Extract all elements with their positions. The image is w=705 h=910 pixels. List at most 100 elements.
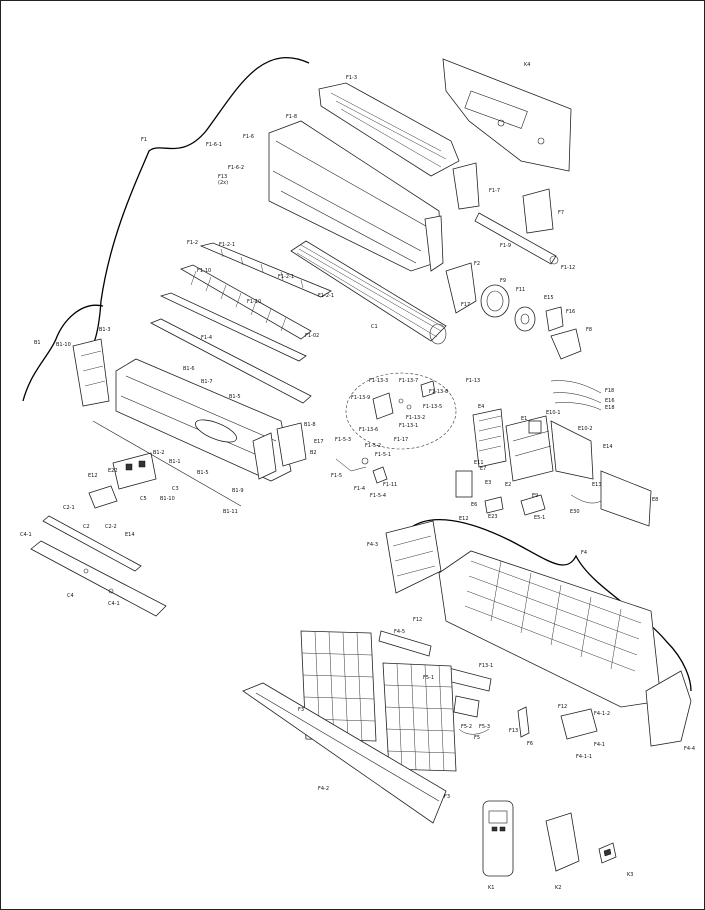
part-label-e1: E1: [521, 416, 527, 422]
part-f5-2-insulation: [453, 695, 480, 718]
part-label-e23: E23: [488, 514, 498, 520]
part-b2: [276, 422, 307, 467]
part-label-c3: C3: [172, 486, 179, 492]
part-label-f1-8: F1-8: [286, 114, 297, 120]
part-f1-7-bracket: [452, 162, 480, 210]
part-label-e17: E17: [314, 439, 324, 445]
part-label-f18: F18: [605, 388, 614, 394]
part-f4-3-left-cover: [385, 520, 442, 594]
part-label-f1-13-1: F1-13-1: [399, 423, 418, 429]
part-label-f1-7: F1-7: [489, 188, 500, 194]
part-label-b1-5b: B1-5: [197, 470, 209, 476]
part-label-f9: F9: [500, 278, 506, 284]
part-label-f1-02: F1-02: [305, 333, 319, 339]
part-label-f1-13-7: F1-13-7: [399, 378, 418, 384]
part-e5-1: [520, 494, 546, 516]
part-label-k4: K4: [524, 62, 530, 68]
part-e-sensor-wires: [550, 380, 602, 504]
part-label-c1: C1: [371, 324, 378, 330]
part-label-f1-17: F1-17: [394, 437, 408, 443]
part-chassis-housing: [268, 120, 444, 272]
part-k3-screws: [598, 842, 617, 864]
part-label-f1-6-2: F1-6-2: [228, 165, 244, 171]
part-label-f6: F6: [527, 741, 533, 747]
part-label-b1-9: B1-9: [232, 488, 244, 494]
part-label-k1: K1: [488, 885, 494, 891]
part-label-b1-2: B1-2: [153, 450, 165, 456]
part-label-f13: F13: [218, 174, 227, 180]
part-label-f1-4: F1-4: [201, 335, 212, 341]
part-c1-crossflow-fan: [290, 240, 447, 345]
part-label-e9: E9: [532, 493, 538, 499]
part-f1-2-louvers: [199, 242, 332, 298]
part-label-f16: F16: [566, 309, 575, 315]
part-label-f1-2-1c: F1-2-1: [318, 293, 334, 299]
part-label-b1-5a: B1-5: [229, 394, 241, 400]
part-f1-3-grille: [318, 82, 460, 177]
part-label-e22: E22: [108, 468, 118, 474]
part-label-f1-13-8: F1-13-8: [429, 389, 448, 395]
part-label-b1-10: B1-10: [56, 342, 71, 348]
part-label-f1-5-2: F1-5-2: [365, 443, 381, 449]
part-label-f1-5: F1-5: [331, 473, 342, 479]
part-label-c4-1b: C4-1: [108, 601, 120, 607]
part-label-e15: E15: [544, 295, 554, 301]
part-label-f5-3: F5-3: [479, 724, 490, 730]
part-k4-mounting-plate: [442, 58, 572, 172]
part-k1-remote: [482, 800, 514, 877]
part-label-c5: C5: [140, 496, 147, 502]
part-label-f4-4: F4-4: [684, 746, 695, 752]
part-label-f1-4b: F1-4: [354, 486, 365, 492]
part-f9-fan-motor: [480, 284, 510, 318]
part-label-f1-5-3: F1-5-3: [335, 437, 351, 443]
part-f4-4-right-cover: [645, 670, 692, 747]
part-label-e4: E4: [478, 404, 484, 410]
part-label-f4: F4: [581, 550, 587, 556]
part-f4-1-bracket: [560, 708, 598, 740]
part-label-f1-9: F1-9: [500, 243, 511, 249]
part-label-c4-1a: C4-1: [20, 532, 32, 538]
part-label-f5-1: F5-1: [423, 675, 434, 681]
part-label-e5-1: E5-1: [534, 515, 545, 521]
part-label-e10-1: E10-1: [546, 410, 561, 416]
part-label-b1-11: B1-11: [223, 509, 238, 515]
part-label-f1: F1: [141, 137, 147, 143]
part-label-f11: F11: [516, 287, 525, 293]
part-label-f4-1-2: F4-1-2: [594, 711, 610, 717]
part-label-f1-13-5: F1-13-5: [423, 404, 442, 410]
part-c5-receiver: [112, 452, 157, 490]
part-label-f12b: F12: [558, 704, 567, 710]
part-label-f3b: F3: [444, 794, 450, 800]
part-label-f2: F2: [474, 261, 480, 267]
part-label-f4-3: F4-3: [367, 542, 378, 548]
part-label-f1-10a: F1-10: [197, 268, 211, 274]
part-label-e6: E6: [471, 502, 477, 508]
part-e12-capacitor: [455, 470, 473, 498]
part-label-f1-12: F1-12: [561, 265, 575, 271]
part-label-k2: K2: [555, 885, 561, 891]
part-label-e13: E13: [592, 482, 602, 488]
part-label-e10-2: E10-2: [578, 426, 593, 432]
part-c4-bottom-tray: [30, 540, 167, 617]
part-b1-front-panel: [115, 358, 292, 482]
part-label-f13-qty: (2x): [218, 180, 228, 186]
part-label-f1-2-1a: F1-2-1: [219, 242, 235, 248]
part-f6-stand: [517, 706, 530, 738]
part-f1-10-vanes: [180, 264, 312, 340]
part-label-f1-13-6: F1-13-6: [359, 427, 378, 433]
part-label-f12: F12: [413, 617, 422, 623]
part-label-f1-5-4: F1-5-4: [370, 493, 386, 499]
part-label-f1-13: F1-13: [466, 378, 480, 384]
part-label-f13b: F13: [509, 728, 518, 734]
part-label-f13-1: F13-1: [479, 663, 493, 669]
part-b1-3-side-cover: [72, 338, 110, 407]
part-label-f7: F7: [558, 210, 564, 216]
part-label-b1: B1: [34, 340, 41, 346]
part-label-f1-13-9: F1-13-9: [351, 395, 370, 401]
part-label-f8: F8: [586, 327, 592, 333]
part-b1-11-rod: [92, 420, 242, 507]
part-f4-5-bracket: [378, 630, 432, 657]
part-label-f17: F17: [461, 302, 470, 308]
